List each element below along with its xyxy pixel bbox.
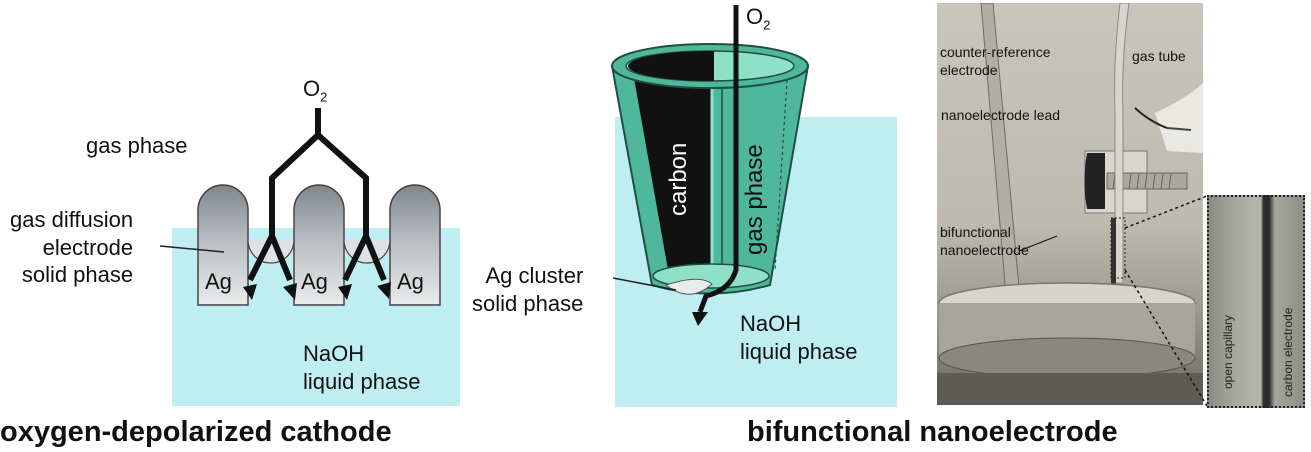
gas-phase-segment	[735, 62, 790, 278]
o2-label-left: O2	[303, 76, 328, 105]
ag-cluster-label: Ag cluster solid phase	[472, 263, 584, 316]
ag-cluster-leader-line	[612, 277, 677, 291]
gde-pillar-1	[197, 184, 249, 306]
ag-label-1: Ag	[205, 269, 232, 294]
ag-label-3: Ag	[397, 269, 424, 294]
o2-branching-arrows	[247, 108, 387, 282]
ag-label-2: Ag	[301, 269, 328, 294]
gas-phase-label-left: gas phase	[86, 133, 188, 158]
carbon-segment	[634, 62, 712, 278]
o2-label-middle: O2	[746, 4, 771, 33]
o2-gas-line	[697, 5, 739, 313]
gas-tube-label: gas tube	[1132, 48, 1186, 64]
bifunctional-nanoelectrode-label: bifunctional nanoelectrode	[940, 224, 1029, 259]
gas-phase-label-middle: gas phase	[741, 144, 768, 255]
gde-pillar-3	[389, 184, 441, 306]
o2-arrow-heads	[243, 282, 391, 300]
gas-diffusion-electrode-label: gas diffusion electrode solid phase	[10, 207, 134, 287]
naoh-liquid-label-middle: NaOH liquid phase	[740, 311, 858, 364]
photo-experimental-setup: counter-reference electrode gas tube nan…	[937, 3, 1203, 405]
naoh-liquid-label-left: NaOH liquid phase	[303, 341, 421, 394]
carbon-label: carbon	[665, 142, 692, 216]
gde-pillar-2	[293, 184, 345, 306]
open-capillary-label: open capillary	[1221, 314, 1235, 389]
nanoelectrode-lead-label: nanoelectrode lead	[941, 107, 1061, 123]
carbon-electrode-label: carbon electrode	[1281, 307, 1295, 397]
caption-oxygen-depolarized-cathode: oxygen-depolarized cathode	[0, 416, 392, 448]
nanoelectrode-cylinder	[610, 43, 810, 295]
o2-outlet-arrow-head	[692, 312, 708, 326]
ag-cluster	[664, 278, 713, 295]
gde-leader-line	[159, 245, 225, 253]
caption-bifunctional-nanoelectrode: bifunctional nanoelectrode	[747, 416, 1118, 448]
counter-reference-electrode-label: counter-reference electrode	[940, 44, 1051, 79]
zoom-inset-electrode-tip: open capillary carbon electrode	[1207, 195, 1305, 408]
